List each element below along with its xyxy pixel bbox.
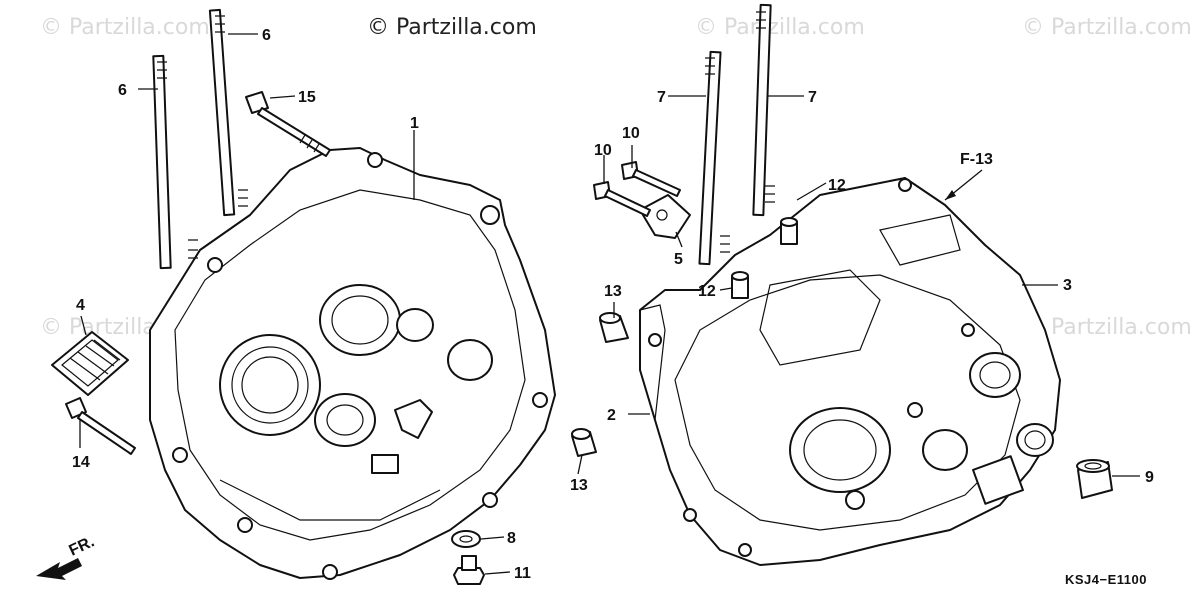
callout-10: 10	[622, 125, 640, 142]
flange-bolt-15	[245, 91, 331, 157]
callout-7: 7	[657, 89, 666, 106]
callout-4: 4	[76, 297, 85, 314]
copyright-text: © Partzilla.com	[367, 15, 537, 40]
watermark-text: © Partzilla.com	[1022, 315, 1192, 340]
watermark-text: © Partzilla.com	[1022, 15, 1192, 40]
left-crankcase-drawing	[149, 147, 556, 580]
oil-strainer-screen	[51, 331, 129, 396]
flange-bolt-14	[65, 397, 136, 455]
callout-14: 14	[72, 454, 90, 471]
callout-8: 8	[507, 530, 516, 547]
callout-13: 13	[604, 283, 622, 300]
setting-plate-5	[639, 194, 691, 239]
callouts: 6 6 15 1 4 14 7 7 10 10 5 12 12 13 13 2 …	[72, 27, 1154, 582]
callout-11: 11	[514, 565, 531, 582]
callout-12: 12	[828, 177, 846, 194]
stud-bolt-drawings	[152, 8, 248, 270]
callout-15: 15	[298, 89, 316, 106]
bolt-10-drawings	[593, 161, 681, 217]
callout-9: 9	[1145, 469, 1154, 486]
reference-f13: F-13	[944, 151, 993, 201]
callout-6: 6	[118, 82, 127, 99]
watermark-text: © Partzilla.com	[695, 15, 865, 40]
dowel-pin-drawings	[571, 217, 798, 457]
callout-13: 13	[570, 477, 588, 494]
callout-1: 1	[410, 115, 419, 132]
reference-label: F-13	[960, 151, 993, 168]
drain-plug-11	[453, 555, 485, 585]
callout-12: 12	[698, 283, 716, 300]
front-direction-arrow: FR.	[36, 533, 97, 580]
callout-10: 10	[594, 142, 612, 159]
oil-seal-9	[1076, 459, 1113, 499]
diagram-code: KSJ4−E1100	[1065, 572, 1147, 587]
callout-5: 5	[674, 251, 683, 268]
callout-3: 3	[1063, 277, 1072, 294]
stud-bolt-7-drawings	[698, 3, 775, 266]
leader-lines	[79, 33, 1140, 575]
callout-2: 2	[607, 407, 616, 424]
sealing-washer-8	[451, 530, 481, 548]
callout-6: 6	[262, 27, 271, 44]
direction-label: FR.	[67, 533, 98, 559]
watermark-text: © Partzilla.com	[40, 15, 210, 40]
callout-7: 7	[808, 89, 817, 106]
